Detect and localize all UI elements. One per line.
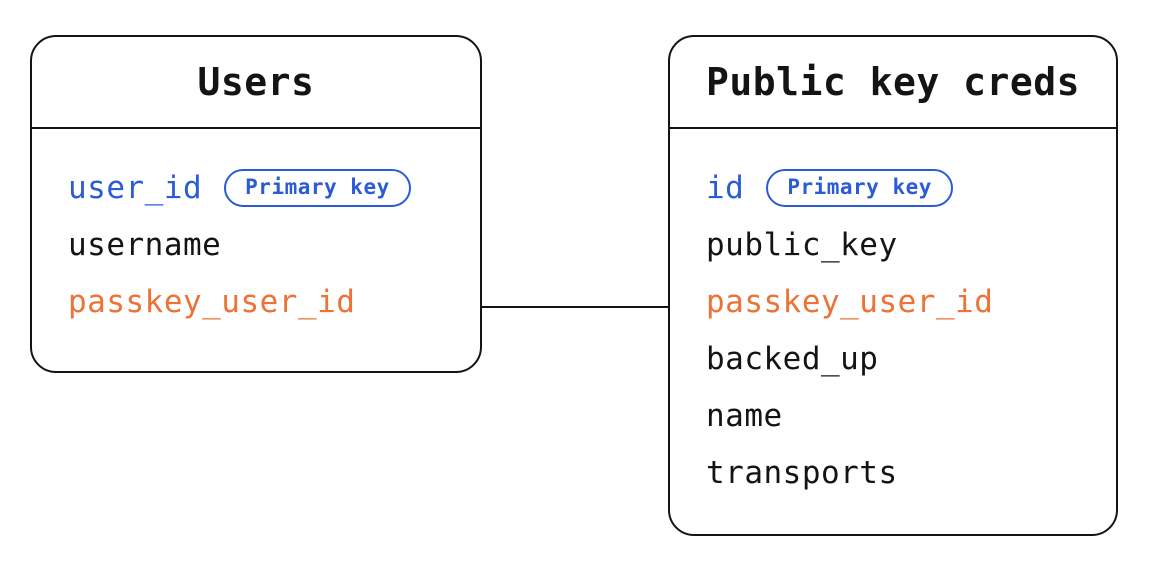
table-title-users: Users <box>197 60 315 104</box>
field-name-username: username <box>68 226 222 263</box>
field-name-passkey-user-id: passkey_user_id <box>68 283 356 320</box>
table-users-header: Users <box>32 37 480 129</box>
field-row-name: name <box>706 387 1116 444</box>
table-users-body: user_id Primary key username passkey_use… <box>32 129 480 330</box>
field-name-public-key: public_key <box>706 226 898 263</box>
field-row-transports: transports <box>706 444 1116 501</box>
field-row-passkey-user-id: passkey_user_id <box>68 273 480 330</box>
primary-key-badge: Primary key <box>766 168 953 207</box>
table-creds-header: Public key creds <box>670 37 1116 129</box>
field-name-id: id <box>706 169 745 206</box>
field-row-backed-up: backed_up <box>706 330 1116 387</box>
relationship-line <box>482 306 668 308</box>
primary-key-badge: Primary key <box>224 168 411 207</box>
table-creds-body: id Primary key public_key passkey_user_i… <box>670 129 1116 501</box>
field-row-id: id Primary key <box>706 159 1116 216</box>
field-row-public-key: public_key <box>706 216 1116 273</box>
field-name-user-id: user_id <box>68 169 203 206</box>
field-name-backed-up: backed_up <box>706 340 879 377</box>
field-row-passkey-user-id: passkey_user_id <box>706 273 1116 330</box>
field-name-transports: transports <box>706 454 898 491</box>
table-title-public-key-creds: Public key creds <box>705 60 1081 104</box>
field-name-name: name <box>706 397 783 434</box>
table-card-public-key-creds: Public key creds id Primary key public_k… <box>668 35 1118 536</box>
field-row-username: username <box>68 216 480 273</box>
table-card-users: Users user_id Primary key username passk… <box>30 35 482 373</box>
field-row-user-id: user_id Primary key <box>68 159 480 216</box>
field-name-passkey-user-id: passkey_user_id <box>706 283 994 320</box>
